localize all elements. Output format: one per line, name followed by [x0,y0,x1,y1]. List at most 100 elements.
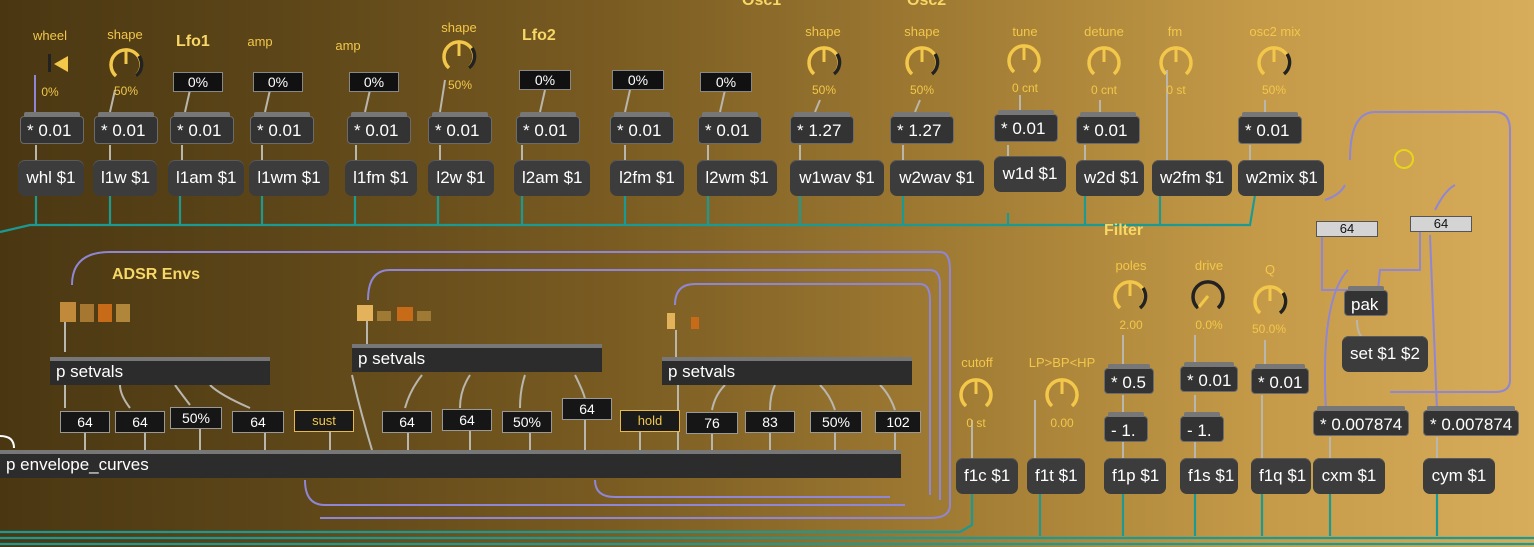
msg-w2mix[interactable]: w2mix $1 [1238,160,1324,196]
msg-cym[interactable]: cym $1 [1423,458,1495,494]
msg-l2wm[interactable]: l2wm $1 [697,160,777,196]
x-mult[interactable]: * 0.007874 [1313,406,1409,436]
msg-f1s[interactable]: f1s $1 [1180,458,1238,494]
mult-box[interactable]: * 0.01 [94,112,158,144]
lfo1-shape-label: shape [107,27,143,42]
lfo2-amp-number[interactable]: 0% [519,70,571,90]
lfo2-wm-number[interactable]: 0% [700,72,752,92]
env-number[interactable]: 64 [562,398,612,420]
lfo1-amp-label: amp [247,34,273,49]
msg-f1c[interactable]: f1c $1 [956,458,1018,494]
osc2-shape-knob[interactable] [904,44,940,80]
mult-box[interactable]: * 0.01 [516,112,580,144]
env-number[interactable]: 50% [170,407,222,429]
poles-minus[interactable]: - 1. [1104,412,1148,442]
q-knob[interactable] [1252,283,1288,319]
msg-l2am[interactable]: l2am $1 [514,160,590,196]
msg-l1wm[interactable]: l1wm $1 [249,160,329,196]
fm-value: 0 st [1166,83,1186,97]
msg-l1w[interactable]: l1w $1 [93,160,157,196]
lfo2-shape-knob[interactable] [441,38,477,74]
pak-object[interactable]: pak [1344,286,1388,316]
poles-mult[interactable]: * 0.5 [1104,364,1154,394]
msg-f1p[interactable]: f1p $1 [1104,458,1166,494]
msg-f1q[interactable]: f1q $1 [1251,458,1311,494]
cutoff-knob[interactable] [958,376,994,412]
drive-label: drive [1194,258,1224,273]
env-number[interactable]: 64 [60,411,110,433]
msg-l1am[interactable]: l1am $1 [168,160,244,196]
lpbphp-knob[interactable] [1044,376,1080,412]
msg-l1fm[interactable]: l1fm $1 [345,160,417,196]
drive-knob[interactable] [1190,278,1226,314]
msg-w2d[interactable]: w2d $1 [1076,160,1144,196]
osc2-shape-label: shape [904,24,940,39]
xy-number-b[interactable]: 64 [1410,216,1472,232]
hold-toggle[interactable]: hold [620,410,680,432]
filter-heading: Filter [1104,222,1144,239]
env-number[interactable]: 64 [232,411,284,433]
mult-box[interactable]: * 0.01 [428,112,492,144]
mult-box[interactable]: * 1.27 [790,112,854,144]
env-number[interactable]: 50% [502,411,552,433]
mult-box[interactable]: * 0.01 [170,112,234,144]
envelope-curves[interactable]: p envelope_curves [0,450,901,478]
osc2-mix-knob[interactable] [1256,44,1292,80]
tune-knob[interactable] [1006,42,1042,78]
msg-w2wav[interactable]: w2wav $1 [890,160,984,196]
msg-whl[interactable]: whl $1 [18,160,84,196]
msg-w2fm[interactable]: w2fm $1 [1152,160,1232,196]
lfo1-wm-number[interactable]: 0% [253,72,303,92]
setvals-1[interactable]: p setvals [50,357,270,385]
poles-knob[interactable] [1112,278,1148,314]
mult-box[interactable]: * 0.01 [20,112,84,144]
lfo1-fm-number[interactable]: 0% [349,72,399,92]
lpbphp-value: 0.00 [1050,416,1074,430]
env-number[interactable]: 50% [810,411,862,433]
mult-box[interactable]: * 0.01 [698,112,762,144]
detune-value: 0 cnt [1090,83,1117,97]
mult-box[interactable]: * 0.01 [1238,112,1302,144]
env3-multislider[interactable] [667,313,707,329]
env2-multislider[interactable] [357,305,433,323]
detune-knob[interactable] [1086,44,1122,80]
xy-indicator [1394,149,1414,169]
msg-set[interactable]: set $1 $2 [1342,336,1428,372]
env-number[interactable]: 83 [745,411,795,433]
osc1-shape-knob[interactable] [806,44,842,80]
mult-box[interactable]: * 0.01 [250,112,314,144]
msg-w1d[interactable]: w1d $1 [994,156,1066,192]
msg-l2fm[interactable]: l2fm $1 [610,160,684,196]
lfo1-amp-number[interactable]: 0% [173,72,223,92]
lfo2-fm-number[interactable]: 0% [612,70,664,90]
mult-box[interactable]: * 1.27 [890,112,954,144]
drive-mult[interactable]: * 0.01 [1180,362,1238,392]
msg-w1wav[interactable]: w1wav $1 [790,160,884,196]
msg-l2w[interactable]: l2w $1 [428,160,494,196]
env-number[interactable]: 64 [382,411,432,433]
fm-knob[interactable] [1158,44,1194,80]
env-number[interactable]: 76 [686,412,738,434]
drive-minus[interactable]: - 1. [1180,412,1224,442]
mult-box[interactable]: * 0.01 [610,112,674,144]
mult-box[interactable]: * 0.01 [347,112,411,144]
setvals-2[interactable]: p setvals [352,344,602,372]
y-mult[interactable]: * 0.007874 [1423,406,1519,436]
cutoff-value: 0 st [966,416,986,430]
mult-box[interactable]: * 0.01 [1076,112,1140,144]
mult-box[interactable]: * 0.01 [994,110,1058,142]
env-number[interactable]: 64 [115,411,165,433]
mod-wheel-slider[interactable] [48,54,68,72]
xy-number-a[interactable]: 64 [1316,221,1378,237]
lfo1-shape-knob[interactable] [108,46,144,82]
env-number[interactable]: 64 [442,409,492,431]
env-number[interactable]: 102 [875,411,921,433]
msg-cxm[interactable]: cxm $1 [1313,458,1385,494]
msg-f1t[interactable]: f1t $1 [1027,458,1085,494]
setvals-3[interactable]: p setvals [662,357,912,385]
env1-multislider[interactable] [60,302,134,322]
q-mult[interactable]: * 0.01 [1251,364,1309,394]
wheel-label: wheel [33,28,67,43]
sust-toggle[interactable]: sust [294,410,354,432]
